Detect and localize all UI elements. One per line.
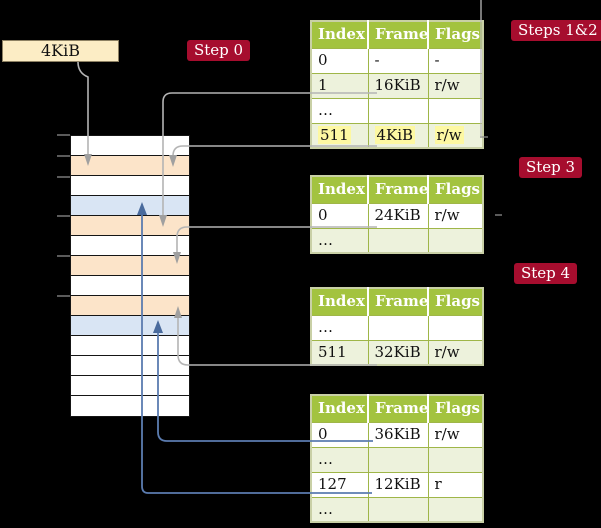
column-header: Flags: [428, 288, 483, 316]
column-header: Flags: [428, 21, 483, 49]
table-row: 0 - -: [310, 47, 484, 74]
memory-cell: [71, 176, 189, 196]
table-row: …: [310, 496, 484, 523]
memory-cell: [71, 356, 189, 376]
memory-cell: [71, 376, 189, 396]
page-table-step-3: Index Frame Flags 0 24KiB r/w …: [310, 175, 484, 254]
column-header: Index: [311, 176, 369, 204]
table-row: 1 16KiB r/w: [310, 72, 484, 99]
memory-cell: [71, 276, 189, 296]
column-header: Index: [311, 288, 369, 316]
column-header: Frame: [368, 176, 429, 204]
table-row: 0 24KiB r/w: [310, 202, 484, 229]
table-header-row: Index Frame Flags: [311, 395, 483, 423]
table-row: 0 36KiB r/w: [310, 421, 484, 448]
step-0-label: Step 0: [187, 40, 251, 61]
table-row: …: [310, 314, 484, 341]
memory-cell: [71, 336, 189, 356]
table-row: 511 32KiB r/w: [310, 339, 484, 366]
memory-cell: [71, 396, 189, 416]
highlighted-value: 4KiB: [374, 125, 416, 144]
step-3-label: Step 3: [519, 157, 583, 178]
column-header: Frame: [368, 288, 429, 316]
physical-memory-column: [70, 135, 190, 417]
memory-cell: [71, 216, 189, 236]
column-header: Frame: [368, 21, 429, 49]
column-header: Flags: [428, 176, 483, 204]
page-table-last-level: Index Frame Flags 0 36KiB r/w … 127 12Ki…: [310, 394, 484, 523]
memory-address-ticks: [57, 134, 70, 297]
table-header-row: Index Frame Flags: [311, 288, 483, 316]
table-row: …: [310, 446, 484, 473]
memory-cell: [71, 296, 189, 316]
memory-cell: [71, 196, 189, 216]
highlighted-value: r/w: [434, 125, 464, 144]
memory-cell: [71, 316, 189, 336]
table-header-row: Index Frame Flags: [311, 176, 483, 204]
table-row: …: [310, 227, 484, 254]
memory-cell: [71, 156, 189, 176]
page-table-base-box: 4KiB: [2, 40, 119, 62]
column-header: Index: [311, 395, 369, 423]
memory-cell: [71, 136, 189, 156]
step-4-label: Step 4: [514, 263, 578, 284]
steps-1-2-label: Steps 1&2: [511, 20, 601, 41]
table-header-row: Index Frame Flags: [311, 21, 483, 49]
table-row: …: [310, 97, 484, 124]
column-header: Index: [311, 21, 369, 49]
table-row-highlighted: 511 4KiB r/w: [310, 122, 484, 149]
page-table-step-4: Index Frame Flags … 511 32KiB r/w: [310, 287, 484, 366]
memory-cell: [71, 256, 189, 276]
page-table-steps-1-2: Index Frame Flags 0 - - 1 16KiB r/w …: [310, 20, 484, 149]
column-header: Frame: [368, 395, 429, 423]
memory-cell: [71, 236, 189, 256]
column-header: Flags: [428, 395, 483, 423]
highlighted-value: 511: [318, 125, 351, 144]
table-row: 127 12KiB r: [310, 471, 484, 498]
